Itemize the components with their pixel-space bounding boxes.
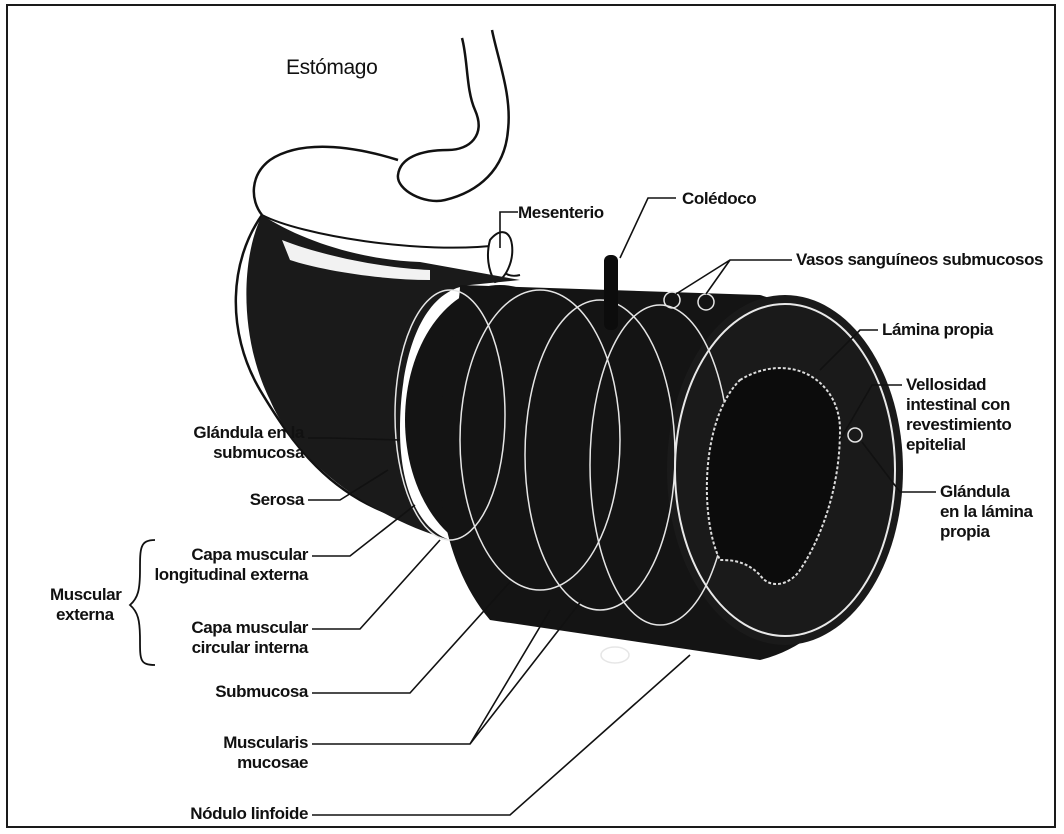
glandula-lamina-line-2: en la lámina — [940, 502, 1033, 521]
muscularis-mucosae-line-2: mucosae — [237, 753, 308, 772]
vellosidad-line-4: epitelial — [906, 435, 966, 454]
submucosa-label: Submucosa — [215, 682, 309, 701]
leader-capa-circular — [312, 540, 440, 629]
coledoco-label: Colédoco — [682, 189, 756, 208]
glandula-submucosa-label: Glándula en la submucosa — [193, 423, 305, 462]
capa-longitudinal-line-1: Capa muscular — [191, 545, 308, 564]
muscular-externa-line-2: externa — [56, 605, 115, 624]
muscularis-mucosae-line-1: Muscularis — [223, 733, 308, 752]
muscular-externa-line-1: Muscular — [50, 585, 122, 604]
glandula-lamina-label: Glándula en la lámina propia — [940, 482, 1033, 541]
leader-vasos — [676, 260, 792, 294]
vellosidad-line-1: Vellosidad — [906, 375, 986, 394]
capa-longitudinal-label: Capa muscular longitudinal externa — [154, 545, 308, 584]
nodulo-label: Nódulo linfoide — [190, 804, 308, 823]
muscular-externa-label: Muscular externa — [50, 585, 122, 624]
capa-longitudinal-line-2: longitudinal externa — [154, 565, 308, 584]
leader-nodulo — [312, 655, 690, 815]
vasos-label: Vasos sanguíneos submucosos — [796, 250, 1043, 269]
glandula-submucosa-line-2: submucosa — [213, 443, 305, 462]
glandula-submucosa-line-1: Glándula en la — [193, 423, 305, 442]
serosa-label: Serosa — [250, 490, 305, 509]
muscular-externa-brace — [130, 540, 155, 665]
vellosidad-line-2: intestinal con — [906, 395, 1010, 414]
capa-circular-line-2: circular interna — [192, 638, 309, 657]
leader-coledoco — [620, 198, 676, 258]
lamina-propia-label: Lámina propia — [882, 320, 994, 339]
glandula-lamina-line-1: Glándula — [940, 482, 1010, 501]
capa-circular-label: Capa muscular circular interna — [191, 618, 309, 657]
muscularis-mucosae-label: Muscularis mucosae — [223, 733, 308, 772]
vellosidad-label: Vellosidad intestinal con revestimiento … — [906, 375, 1011, 454]
vellosidad-line-3: revestimiento — [906, 415, 1011, 434]
stomach-label: Estómago — [286, 56, 377, 79]
mesenterio-label: Mesenterio — [518, 203, 604, 222]
glandula-lamina-line-3: propia — [940, 522, 990, 541]
capa-circular-line-1: Capa muscular — [191, 618, 308, 637]
